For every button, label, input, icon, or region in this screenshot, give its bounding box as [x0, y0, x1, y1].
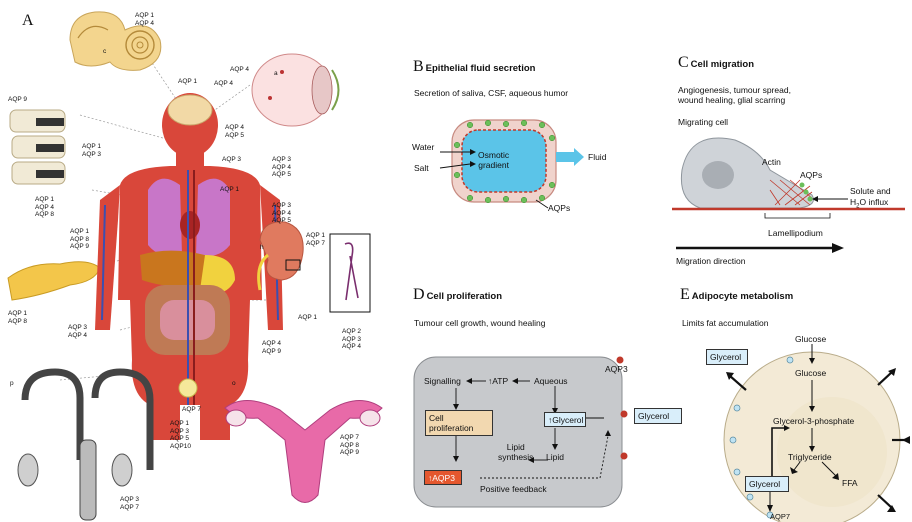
label-triglyceride: Triglyceride [788, 452, 832, 462]
label-g3p: Glycerol-3-phosphate [773, 416, 854, 426]
label-glucose-inside: Glucose [795, 368, 826, 378]
box-glycerol-inside: Glycerol [745, 476, 789, 492]
label-aqp7: AQP7 [770, 513, 790, 522]
box-glycerol-outside: Glycerol [706, 349, 748, 365]
label-glucose-outside: Glucose [795, 334, 826, 344]
label-ffa: FFA [842, 478, 858, 488]
